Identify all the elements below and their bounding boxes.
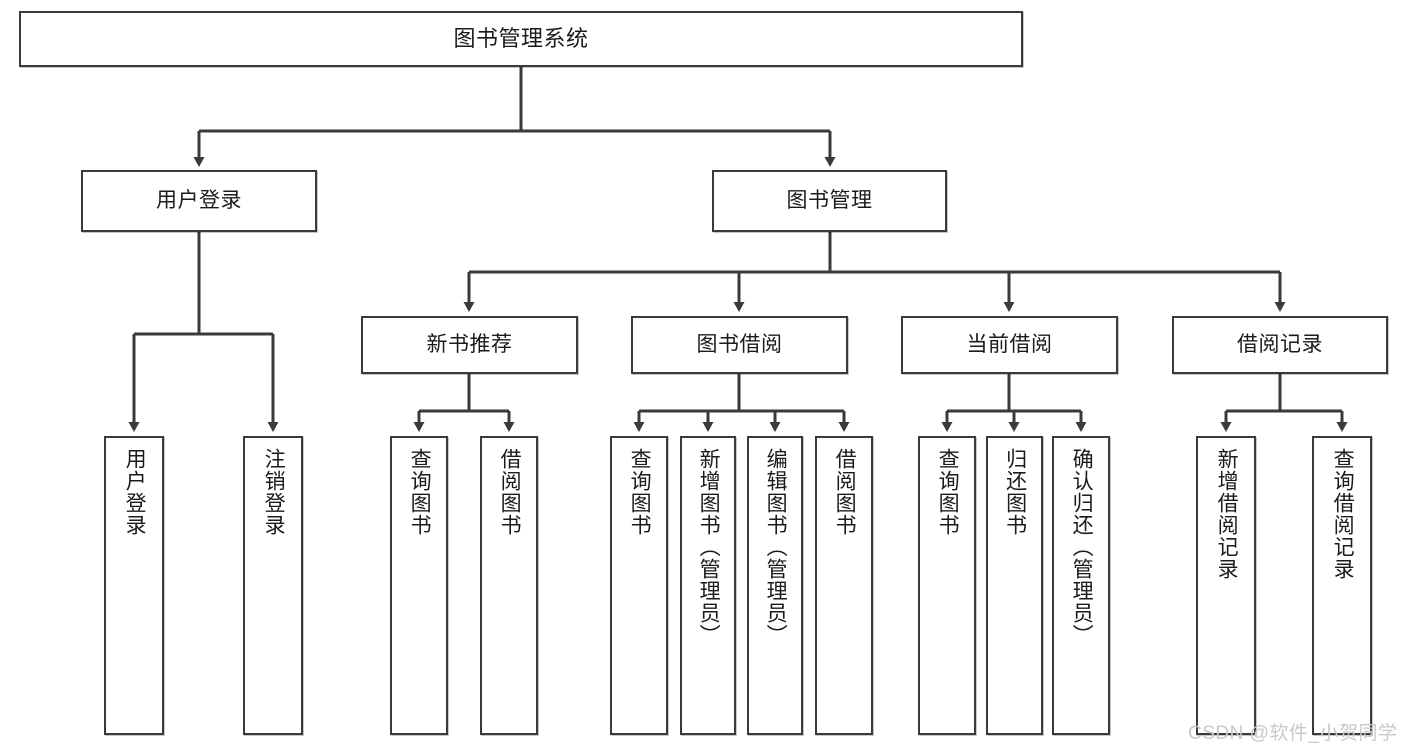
node-leaf[interactable]: 借阅图书 [815, 436, 873, 735]
node-leaf[interactable]: 借阅图书 [480, 436, 538, 735]
node-root[interactable]: 图书管理系统 [19, 11, 1023, 67]
node-level3-label: 借阅记录 [1237, 332, 1323, 356]
node-leaf-label: 新增图书（管理员） [697, 448, 721, 646]
node-leaf[interactable]: 查询借阅记录 [1312, 436, 1372, 735]
node-leaf[interactable]: 新增借阅记录 [1196, 436, 1256, 735]
node-root-label: 图书管理系统 [453, 25, 589, 51]
node-level2-label: 用户登录 [156, 188, 242, 212]
node-leaf-label: 归还图书 [1003, 448, 1027, 536]
node-level3[interactable]: 图书借阅 [631, 316, 848, 374]
node-level2[interactable]: 用户登录 [81, 170, 317, 232]
node-leaf-label: 借阅图书 [498, 448, 522, 536]
node-level2[interactable]: 图书管理 [712, 170, 947, 232]
node-level3-label: 新书推荐 [426, 332, 513, 356]
node-leaf-label: 借阅图书 [833, 448, 857, 536]
node-leaf[interactable]: 查询图书 [610, 436, 668, 735]
node-leaf-label: 注销登录 [262, 448, 286, 536]
node-leaf[interactable]: 用户登录 [104, 436, 164, 735]
node-level3[interactable]: 新书推荐 [361, 316, 578, 374]
node-leaf-label: 新增借阅记录 [1215, 448, 1239, 580]
csdn-watermark: CSDN @软件_小贺同学 [1188, 723, 1398, 744]
node-level3[interactable]: 当前借阅 [901, 316, 1118, 374]
node-leaf[interactable]: 注销登录 [243, 436, 303, 735]
node-level3[interactable]: 借阅记录 [1172, 316, 1388, 374]
node-leaf[interactable]: 查询图书 [918, 436, 976, 735]
node-level2-label: 图书管理 [786, 188, 873, 212]
node-leaf[interactable]: 归还图书 [986, 436, 1043, 735]
node-leaf-label: 确认归还（管理员） [1070, 448, 1094, 646]
node-leaf[interactable]: 查询图书 [390, 436, 448, 735]
node-leaf-label: 查询图书 [408, 448, 432, 536]
node-level3-label: 当前借阅 [966, 332, 1053, 356]
node-leaf[interactable]: 编辑图书（管理员） [747, 436, 803, 735]
node-leaf[interactable]: 确认归还（管理员） [1052, 436, 1110, 735]
node-leaf-label: 查询图书 [936, 448, 960, 536]
node-leaf-label: 编辑图书（管理员） [764, 448, 788, 646]
node-level3-label: 图书借阅 [696, 332, 783, 356]
node-leaf-label: 查询图书 [628, 448, 652, 536]
node-leaf[interactable]: 新增图书（管理员） [680, 436, 736, 735]
node-leaf-label: 用户登录 [123, 448, 147, 536]
node-leaf-label: 查询借阅记录 [1331, 448, 1355, 580]
